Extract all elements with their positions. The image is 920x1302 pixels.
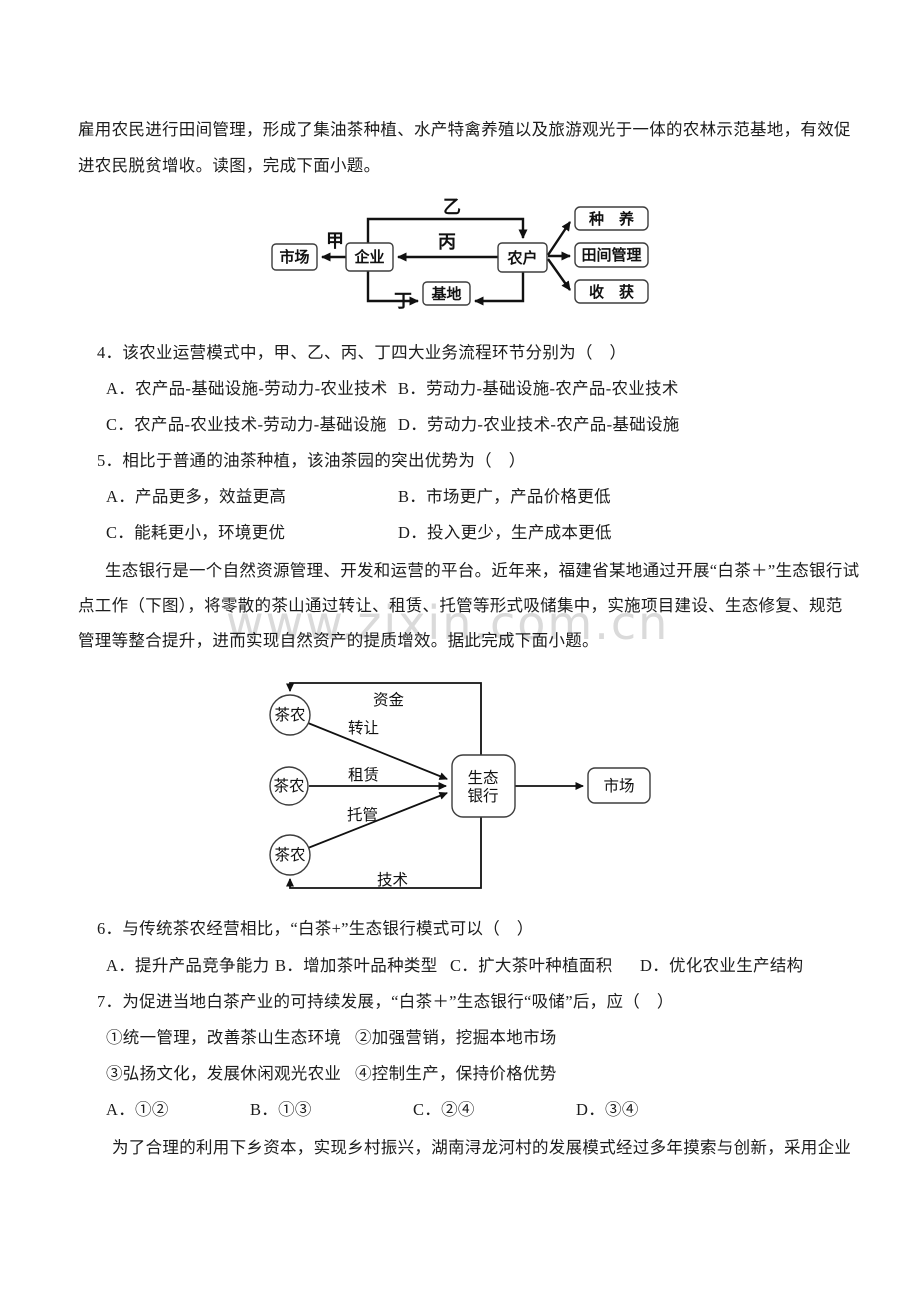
- question-5-option-c: C．能耗更小，环境更优: [106, 523, 286, 542]
- question-7-item-4: ④控制生产，保持价格优势: [355, 1064, 557, 1083]
- funds-label: 资金: [373, 691, 405, 709]
- farmer-box: [497, 242, 548, 273]
- arrow-farmer-to-base: [474, 272, 525, 306]
- phase-jia-label: 甲: [326, 231, 344, 251]
- enterprise-box: [345, 242, 394, 272]
- eco-bank-label-line2: 银行: [467, 787, 498, 805]
- paragraph-2-line-3: 管理等整合提升，进而实现自然资产的提质增效。据此完成下面小题。: [78, 631, 599, 650]
- market-label: 市场: [279, 248, 309, 266]
- question-4-option-c: C．农产品-农业技术-劳动力-基础设施: [106, 415, 387, 434]
- eco-bank-model-diagram: 茶农 茶农 茶农 生态 银行 市场 资金 转让 租赁 托管 技术: [269, 682, 651, 889]
- transfer-label: 转让: [348, 719, 379, 737]
- fieldmgmt-box: [574, 242, 649, 268]
- market-box-2: [587, 767, 651, 804]
- tea-farmer-2-label: 茶农: [273, 777, 304, 795]
- paragraph-2-line-1: 生态银行是一个自然资源管理、开发和运营的平台。近年来，福建省某地通过开展“白茶＋…: [105, 561, 860, 580]
- agriculture-model-diagram: 市场 企业 农户 基地 种 养 田间管理 收 获 甲 乙 丙 丁: [271, 197, 649, 311]
- phase-ding-label: 丁: [394, 291, 412, 311]
- question-6-option-a: A．提升产品竞争能力: [106, 956, 270, 975]
- paragraph-1-line-2: 进农民脱贫增收。读图，完成下面小题。: [78, 156, 381, 175]
- tea-farmer-circle-2: [269, 766, 309, 806]
- question-6-option-d: D．优化农业生产结构: [640, 956, 804, 975]
- enterprise-label: 企业: [353, 248, 384, 266]
- planting-label: 种 养: [588, 210, 635, 228]
- phase-yi-label: 乙: [443, 197, 461, 217]
- eco-bank-label-line1: 生态: [467, 769, 498, 787]
- question-6-option-c: C．扩大茶叶种植面积: [450, 956, 613, 975]
- question-7-option-d: D．③④: [576, 1100, 639, 1119]
- market-label-2: 市场: [603, 777, 634, 795]
- arrow-technology-loop: [286, 817, 482, 889]
- eco-bank-box: [451, 754, 516, 818]
- arrow-trusteeship: [307, 792, 448, 849]
- question-6-stem: 6．与传统茶农经营相比，“白茶+”生态银行模式可以（ ）: [97, 919, 534, 938]
- market-box: [271, 243, 318, 271]
- tea-farmer-circle-3: [269, 834, 311, 876]
- arrow-enterprise-to-farmer-top: [366, 217, 528, 243]
- technology-label: 技术: [377, 871, 408, 889]
- farmer-label: 农户: [506, 249, 537, 267]
- base-box: [422, 281, 471, 306]
- tea-farmer-1-label: 茶农: [274, 706, 305, 724]
- arrow-funds-loop: [286, 682, 482, 755]
- base-label: 基地: [430, 285, 461, 303]
- question-7-item-1: ①统一管理，改善茶山生态环境: [106, 1028, 342, 1047]
- arrow-enterprise-to-base: [366, 271, 419, 306]
- question-4-option-a: A．农产品-基础设施-劳动力-农业技术: [106, 379, 388, 398]
- paragraph-2-line-2: 点工作（下图），将零散的茶山通过转让、租赁、托管等形式吸储集中，实施项目建设、生…: [78, 596, 843, 615]
- question-5-option-d: D．投入更少，生产成本更低: [398, 523, 612, 542]
- fieldmgmt-label: 田间管理: [581, 246, 641, 264]
- question-4-option-b: B．劳动力-基础设施-农产品-农业技术: [398, 379, 679, 398]
- question-4-option-d: D．劳动力-农业技术-农产品-基础设施: [398, 415, 680, 434]
- trusteeship-label: 托管: [347, 806, 378, 824]
- tea-farmer-3-label: 茶农: [274, 846, 305, 864]
- arrow-transfer: [307, 722, 448, 780]
- question-7-option-c: C．②④: [413, 1100, 475, 1119]
- lease-label: 租赁: [348, 766, 379, 784]
- arrow-farmer-to-planting: [547, 221, 571, 256]
- tea-farmer-circle-1: [269, 694, 311, 736]
- question-5-option-a: A．产品更多，效益更高: [106, 487, 287, 506]
- paragraph-3-line-1: 为了合理的利用下乡资本，实现乡村振兴，湖南浔龙河村的发展模式经过多年摸索与创新，…: [112, 1138, 852, 1157]
- harvest-label: 收 获: [589, 283, 634, 301]
- paragraph-1-line-1: 雇用农民进行田间管理，形成了集油茶种植、水产特禽养殖以及旅游观光于一体的农林示范…: [78, 120, 851, 139]
- harvest-box: [574, 279, 649, 304]
- question-4-stem: 4．该农业运营模式中，甲、乙、丙、丁四大业务流程环节分别为（ ）: [97, 343, 627, 362]
- question-5-stem: 5．相比于普通的油茶种植，该油茶园的突出优势为（ ）: [97, 451, 526, 470]
- question-7-option-b: B．①③: [250, 1100, 312, 1119]
- question-5-option-b: B．市场更广，产品价格更低: [398, 487, 611, 506]
- question-6-option-b: B．增加茶叶品种类型: [275, 956, 438, 975]
- question-7-item-3: ③弘扬文化，发展休闲观光农业: [106, 1064, 342, 1083]
- question-7-stem: 7．为促进当地白茶产业的可持续发展，“白茶＋”生态银行“吸储”后，应（ ）: [97, 992, 674, 1011]
- arrow-farmer-to-harvest: [547, 258, 571, 291]
- question-7-option-a: A．①②: [106, 1100, 169, 1119]
- planting-box: [574, 206, 649, 231]
- phase-bing-label: 丙: [438, 232, 456, 252]
- question-7-item-2: ②加强营销，挖掘本地市场: [355, 1028, 557, 1047]
- watermark-text: www.zixin.com.cn: [226, 596, 670, 650]
